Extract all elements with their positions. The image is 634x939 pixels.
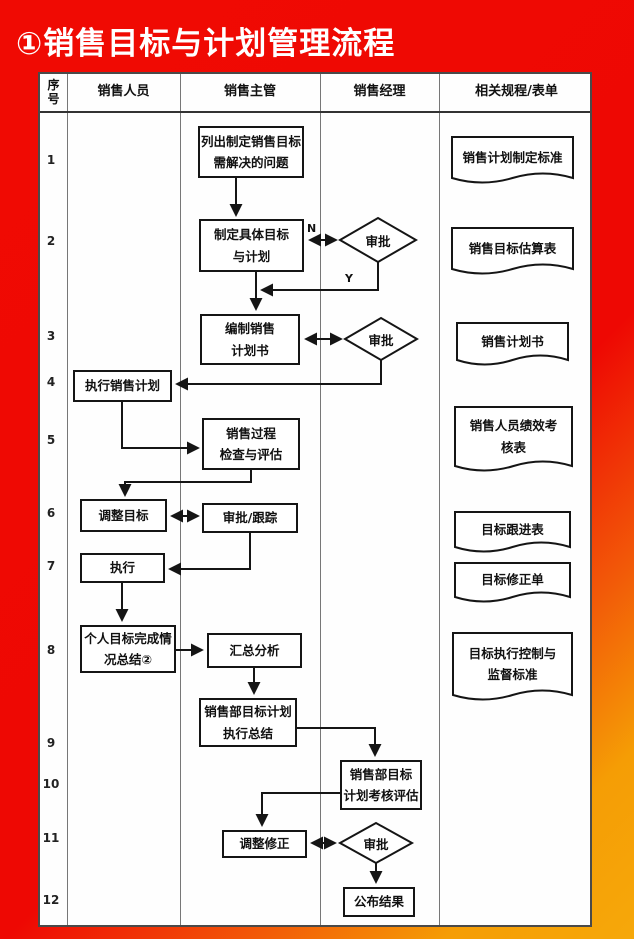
decision-label-approve: 审批 (368, 332, 394, 348)
branch-label-n: N (307, 222, 317, 235)
flow-step-adjust-goal: 调整目标 (80, 499, 167, 532)
flow-step-dept-summary: 销售部目标计划 执行总结 (199, 698, 297, 747)
branch-label-y: Y (345, 272, 353, 285)
flow-step-list-problems: 列出制定销售目标 需解决的问题 (198, 126, 304, 178)
column-header-supervisor: 销售主管 (223, 84, 276, 100)
column-header-manager: 销售经理 (353, 84, 406, 100)
row-number: 7 (46, 559, 56, 573)
flow-step-summary-analysis: 汇总分析 (207, 633, 302, 668)
column-divider (439, 74, 440, 925)
flow-step-make-goals: 制定具体目标 与计划 (199, 219, 304, 272)
column-divider (180, 74, 181, 925)
row-number: 3 (46, 329, 56, 343)
flow-step-execute: 执行 (80, 553, 165, 583)
flow-step-publish: 公布结果 (343, 887, 415, 917)
flow-step-process-check: 销售过程 检查与评估 (202, 418, 300, 470)
row-number: 11 (42, 831, 60, 845)
flow-step-dept-review: 销售部目标 计划考核评估 (340, 760, 422, 810)
decision-label-approve: 审批 (363, 836, 389, 852)
row-number: 6 (46, 506, 56, 520)
column-header-seq: 序 号 (47, 78, 60, 106)
flow-step-personal-summary: 个人目标完成情 况总结② (80, 625, 176, 673)
row-number: 4 (46, 375, 56, 389)
form-doc-target-estimate: 销售目标估算表 (468, 240, 557, 256)
column-header-forms: 相关规程/表单 (475, 84, 558, 100)
column-header-salesperson: 销售人员 (97, 84, 150, 100)
form-doc-control-standard: 目标执行控制与 监督标准 (468, 645, 557, 682)
column-divider (320, 74, 321, 925)
row-number: 8 (46, 643, 56, 657)
column-divider (67, 74, 68, 925)
header-separator (40, 111, 590, 113)
row-number: 12 (42, 893, 60, 907)
flow-step-compile-plan: 编制销售 计划书 (200, 314, 300, 365)
flow-step-execute-plan: 执行销售计划 (73, 370, 172, 402)
flow-step-adjust-fix: 调整修正 (222, 830, 307, 858)
form-doc-plan-standard: 销售计划制定标准 (462, 149, 563, 165)
page-title: ①销售目标与计划管理流程 (16, 26, 396, 62)
decision-label-approve: 审批 (365, 233, 391, 249)
row-number: 9 (46, 736, 56, 750)
form-doc-plan-book: 销售计划书 (481, 333, 544, 349)
row-number: 10 (42, 777, 60, 791)
flow-step-approve-track: 审批/跟踪 (202, 503, 298, 533)
row-number: 1 (46, 153, 56, 167)
form-doc-correction-form: 目标修正单 (481, 572, 544, 588)
row-number: 2 (46, 234, 56, 248)
row-number: 5 (46, 433, 56, 447)
form-doc-performance-form: 销售人员绩效考 核表 (469, 418, 558, 455)
form-doc-follow-up-form: 目标跟进表 (481, 521, 544, 537)
